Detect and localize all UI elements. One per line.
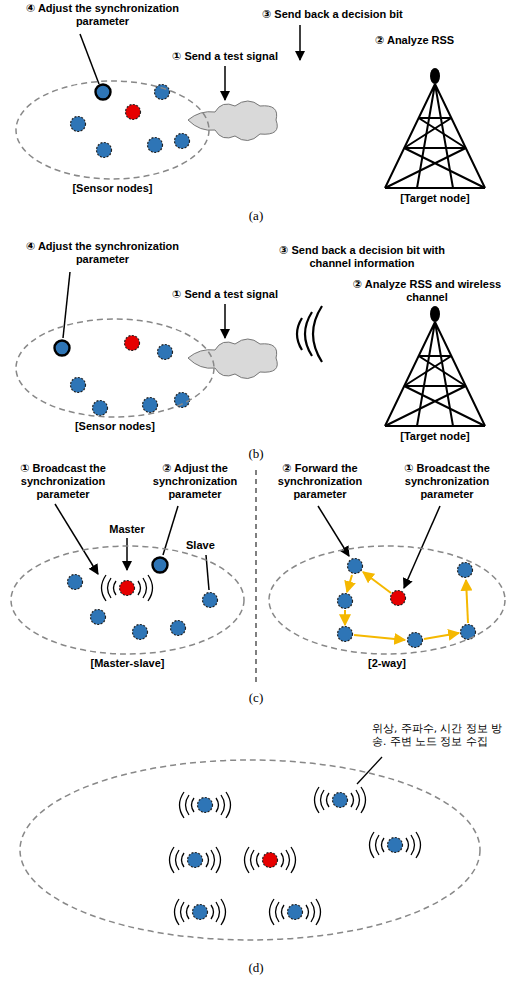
region-caption: [Sensor nodes] xyxy=(15,182,210,195)
sensor-dots xyxy=(55,336,190,416)
callout-label: Master xyxy=(100,523,154,536)
leader-line xyxy=(357,757,382,784)
broadcasting-dots xyxy=(170,787,421,925)
panel-caption: (b) xyxy=(226,446,286,462)
dashed-ellipse xyxy=(269,546,505,654)
region-caption: [2-way] xyxy=(268,657,506,670)
callout-label: ③ Send back a decision bit with channel … xyxy=(262,244,462,270)
leader-arrows xyxy=(318,506,440,588)
panel-caption: (d) xyxy=(226,960,286,976)
leader-arrows xyxy=(55,504,209,590)
tower-symbol xyxy=(385,306,485,426)
leader-arrows xyxy=(63,272,225,338)
dashed-ellipse xyxy=(15,318,215,418)
dashed-ellipse xyxy=(15,80,210,180)
callout-label: ② Forward the synchronization parameter xyxy=(262,462,378,502)
sensor-dots xyxy=(338,559,476,648)
test-signal-beam xyxy=(188,101,277,141)
callout-label: [Target node] xyxy=(385,430,485,443)
dashed-ellipse xyxy=(268,545,506,655)
sensor-region: [2-way] xyxy=(268,545,506,655)
dashed-ellipse xyxy=(16,81,209,179)
sensor-region: [Sensor nodes] xyxy=(15,80,210,180)
panel-divider xyxy=(255,470,257,682)
callout-label: ① Send a test signal xyxy=(160,50,290,63)
dashed-ellipse xyxy=(11,546,244,654)
callout-label: 위상, 주파수, 시간 정보 방송. 주변 노드 정보 수집 xyxy=(372,722,508,747)
callout-label: ① Broadcast the synchronization paramete… xyxy=(4,462,122,502)
callout-label: ① Broadcast the synchronization paramete… xyxy=(384,462,510,502)
callout-label: ② Analyze RSS xyxy=(375,34,485,47)
callout-label: ② Analyze RSS and wireless channel xyxy=(352,278,502,304)
panel-caption: (c) xyxy=(226,690,286,706)
radio-waves xyxy=(297,306,322,362)
panel-caption: (a) xyxy=(226,208,286,224)
sensor-dots xyxy=(71,85,190,158)
callout-label: [Target node] xyxy=(385,192,485,205)
callout-label: Slave xyxy=(186,539,226,552)
callout-label: ③ Send back a decision bit xyxy=(262,8,462,21)
region-caption: [Master-slave] xyxy=(10,657,245,670)
network-boundary xyxy=(20,760,480,940)
leader-arrows xyxy=(80,25,300,100)
callout-label: ④ Adjust the synchronization parameter xyxy=(20,2,185,28)
dashed-ellipse xyxy=(10,545,245,655)
callout-label: ④ Adjust the synchronization parameter xyxy=(20,240,185,266)
sensor-dots xyxy=(68,558,218,640)
callout-label: ① Send a test signal xyxy=(160,288,290,301)
dashed-ellipse xyxy=(16,319,214,417)
sensor-region: [Sensor nodes] xyxy=(15,318,215,418)
callout-label: ② Adjust the synchronization parameter xyxy=(138,462,252,502)
tower-symbol xyxy=(385,68,485,188)
region-caption: [Sensor nodes] xyxy=(15,420,215,433)
sensor-region: [Master-slave] xyxy=(10,545,245,655)
